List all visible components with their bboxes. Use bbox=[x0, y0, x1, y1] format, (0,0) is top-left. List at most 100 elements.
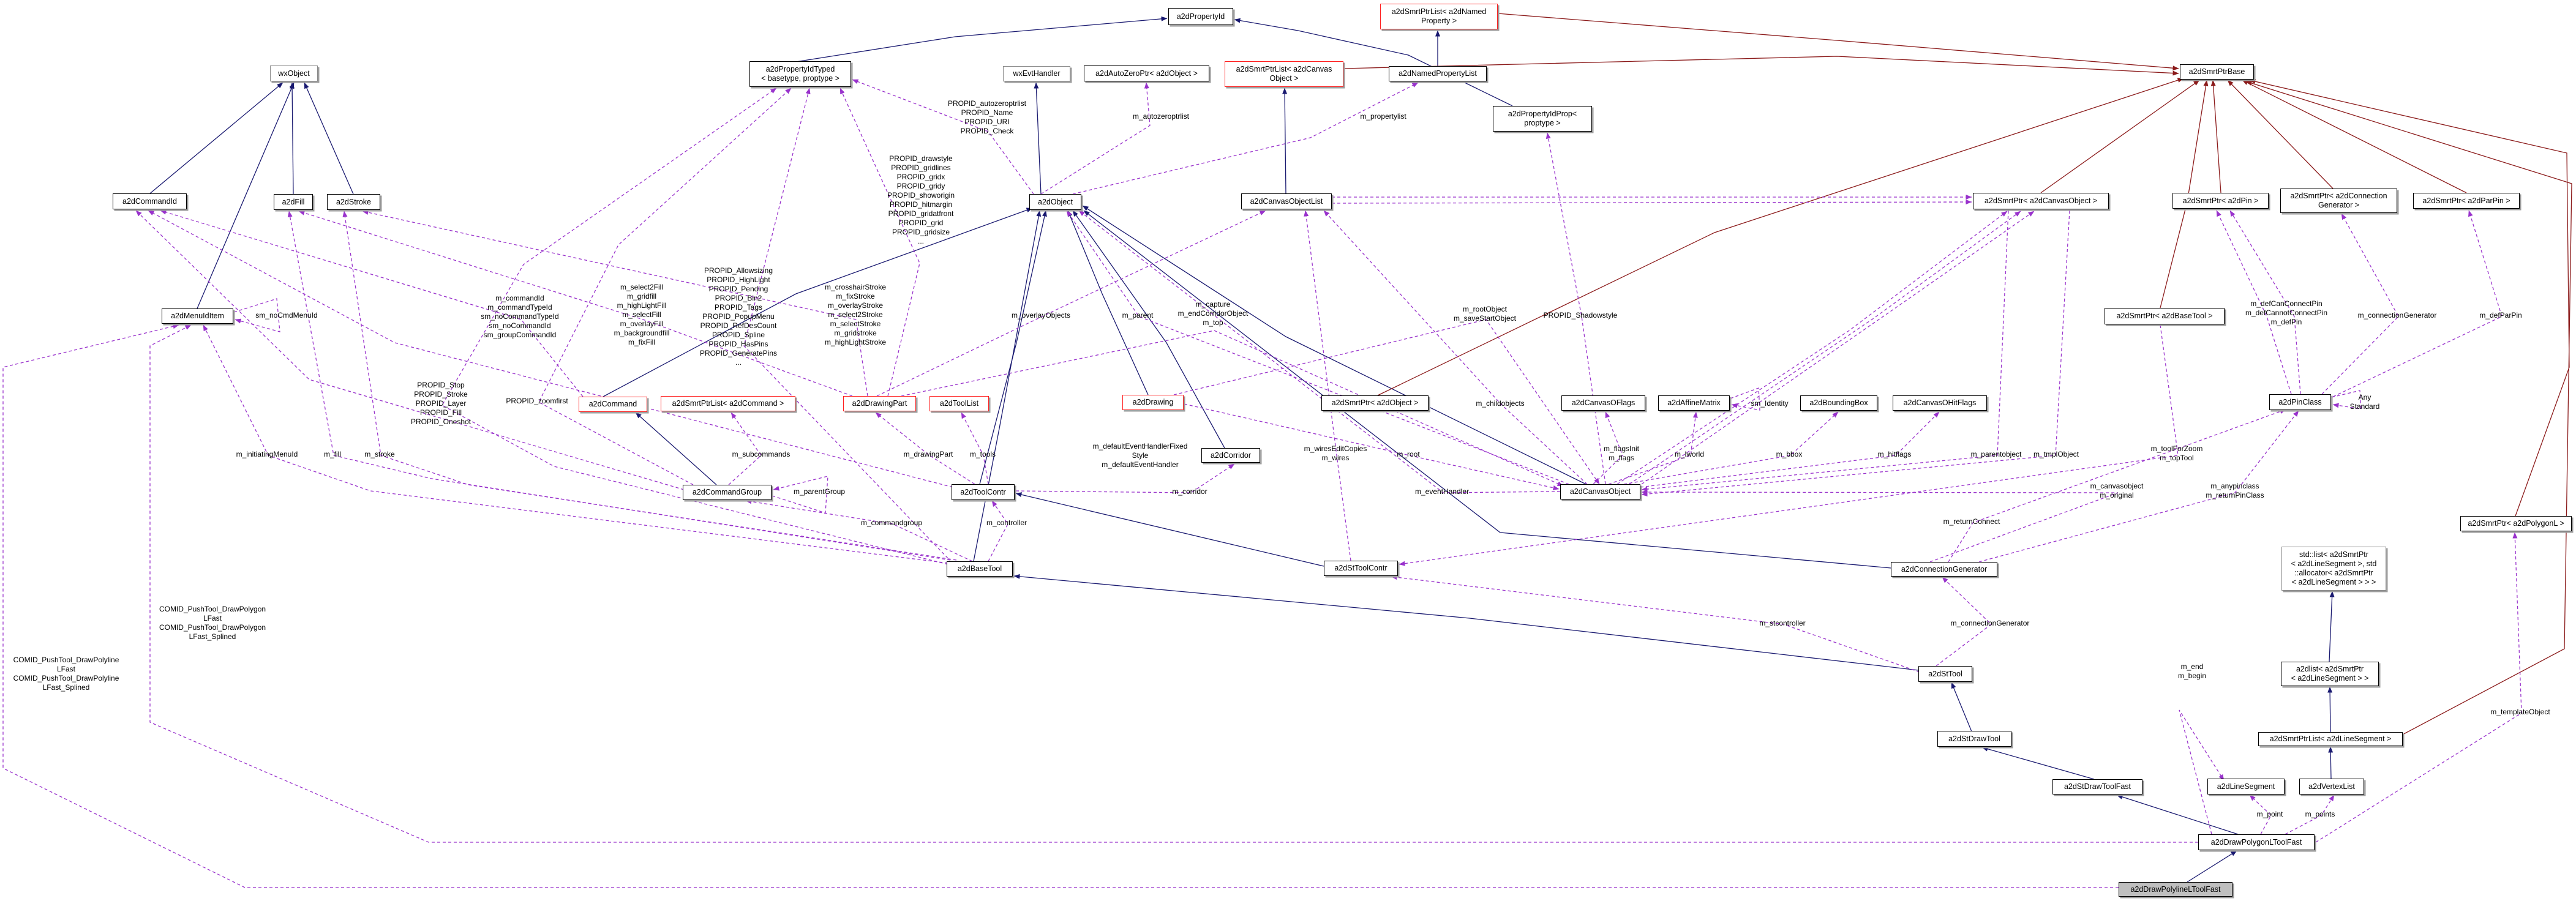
edge-use-88 bbox=[2179, 709, 2225, 835]
class-node-a2dSmrtPtrList-a2dCommand[interactable]: a2dSmrtPtrList< a2dCommand > bbox=[661, 396, 795, 411]
edge-priv-26 bbox=[1497, 13, 2179, 71]
edge-pub-9 bbox=[603, 207, 1033, 397]
edge-use-65 bbox=[1304, 210, 1351, 561]
class-node-a2dPropertyId[interactable]: a2dPropertyId bbox=[1168, 8, 1233, 25]
class-node-a2dSmrtPtr-a2dCanvasObject[interactable]: a2dSmrtPtr< a2dCanvasObject > bbox=[1973, 193, 2109, 209]
class-node-a2dCanvasOFlags[interactable]: a2dCanvasOFlags bbox=[1561, 395, 1645, 411]
class-node-a2dPropertyIdProp[interactable]: a2dPropertyIdProp< proptype > bbox=[1493, 106, 1592, 132]
edge-use-44 bbox=[148, 210, 953, 488]
edge-pub-5 bbox=[753, 16, 1168, 69]
edge-use-41 bbox=[538, 88, 792, 485]
class-node-a2dSmrtPtr-a2dPolygonL[interactable]: a2dSmrtPtr< a2dPolygonL > bbox=[2460, 516, 2572, 531]
edge-use-84 bbox=[2216, 210, 2292, 395]
edge-use-51 bbox=[149, 324, 2198, 843]
class-node-a2dCanvasObjectList[interactable]: a2dCanvasObjectList bbox=[1241, 193, 1332, 209]
edge-use-80 bbox=[1978, 410, 2299, 563]
edge-use-93 bbox=[1331, 200, 1972, 205]
class-node-a2dCanvasOHitFlags[interactable]: a2dCanvasOHitFlags bbox=[1893, 395, 1987, 411]
class-node-a2dVertexList[interactable]: a2dVertexList bbox=[2299, 779, 2364, 794]
edge-use-53 bbox=[772, 476, 828, 514]
class-node-a2dSmrtPtr-a2dPin[interactable]: a2dSmrtPtr< a2dPin > bbox=[2172, 193, 2269, 209]
class-node-a2dToolContr[interactable]: a2dToolContr bbox=[952, 484, 1015, 500]
edge-use-96 bbox=[1617, 211, 2008, 485]
edge-priv-33 bbox=[1377, 78, 2184, 396]
class-node-wxEvtHandler[interactable]: wxEvtHandler bbox=[1003, 66, 1070, 81]
class-node-a2dStDrawToolFast[interactable]: a2dStDrawToolFast bbox=[2052, 779, 2142, 794]
edge-use-66 bbox=[1323, 210, 1588, 485]
edge-use-55 bbox=[1730, 387, 1760, 411]
class-node-a2dSmrtPtrBase[interactable]: a2dSmrtPtrBase bbox=[2180, 64, 2254, 80]
class-node-a2dMenuIdItem[interactable]: a2dMenuIdItem bbox=[162, 308, 233, 324]
class-node-a2dStToolContr[interactable]: a2dStToolContr bbox=[1324, 561, 1398, 576]
edge-pub-24 bbox=[1083, 210, 1891, 569]
edge-use-89 bbox=[2315, 532, 2522, 843]
edge-use-49 bbox=[342, 211, 957, 561]
class-node-wxObject[interactable]: wxObject bbox=[270, 65, 318, 81]
class-node-a2dObject[interactable]: a2dObject bbox=[1029, 194, 1081, 210]
class-node-a2dStTool[interactable]: a2dStTool bbox=[1918, 666, 1972, 682]
class-node-a2dSmrtPtr-a2dObject[interactable]: a2dSmrtPtr< a2dObject > bbox=[1321, 395, 1429, 411]
class-node-a2dDrawPolygonLToolFast[interactable]: a2dDrawPolygonLToolFast bbox=[2198, 834, 2315, 850]
edge-use-75 bbox=[1640, 411, 1940, 488]
edge-pub-25 bbox=[1072, 210, 1225, 449]
edge-priv-35 bbox=[2245, 81, 2572, 735]
class-node-a2dFill[interactable]: a2dFill bbox=[274, 194, 313, 210]
edge-use-61 bbox=[745, 499, 973, 562]
class-node-a2dSmrtPtrList-a2dLineSegment[interactable]: a2dSmrtPtrList< a2dLineSegment > bbox=[2258, 732, 2403, 746]
edge-use-79 bbox=[1641, 490, 2119, 563]
class-node-a2dSmrtPtr-a2dConnectionGenerator[interactable]: a2dSmrtPtr< a2dConnection Generator > bbox=[2280, 189, 2397, 213]
class-node-a2dSmrtPtrList-a2dCanvasObject[interactable]: a2dSmrtPtrList< a2dCanvas Object > bbox=[1225, 61, 1343, 87]
edge-use-82 bbox=[1391, 575, 1920, 673]
class-node-a2dNamedPropertyList[interactable]: a2dNamedPropertyList bbox=[1389, 66, 1487, 81]
edge-use-73 bbox=[1608, 411, 1698, 485]
edge-pub-8 bbox=[1282, 88, 1288, 194]
edge-use-67 bbox=[901, 330, 1564, 487]
edge-use-69 bbox=[876, 210, 1266, 397]
edge-pub-19 bbox=[2116, 794, 2239, 835]
class-node-a2dSmrtPtr-a2dParPin[interactable]: a2dSmrtPtr< a2dParPin > bbox=[2413, 193, 2520, 209]
class-node-a2dCorridor[interactable]: a2dCorridor bbox=[1201, 448, 1260, 463]
class-node-a2dToolList[interactable]: a2dToolList bbox=[929, 396, 989, 411]
edge-use-71 bbox=[1545, 132, 1606, 485]
edge-pub-21 bbox=[2328, 746, 2334, 779]
class-node-a2dConnectionGenerator[interactable]: a2dConnectionGenerator bbox=[1891, 562, 1997, 577]
edge-use-45 bbox=[135, 210, 685, 490]
edge-use-86 bbox=[2321, 213, 2399, 395]
class-node-std-list[interactable]: std::list< a2dSmrtPtr < a2dLineSegment >… bbox=[2281, 547, 2386, 591]
edge-use-58 bbox=[875, 412, 975, 485]
class-node-a2dCommand[interactable]: a2dCommand bbox=[579, 397, 647, 412]
class-node-a2dSmrtPtr-a2dBaseTool[interactable]: a2dSmrtPtr< a2dBaseTool > bbox=[2105, 308, 2225, 324]
edge-use-85 bbox=[2229, 210, 2301, 395]
edge-use-59 bbox=[961, 412, 989, 485]
class-node-a2dSmrtPtrList-a2dNamedProperty[interactable]: a2dSmrtPtrList< a2dNamed Property > bbox=[1380, 4, 1498, 29]
edge-pub-12 bbox=[1082, 205, 1587, 485]
class-node-a2dPinClass[interactable]: a2dPinClass bbox=[2269, 394, 2331, 410]
class-node-a2dAutoZeroPtr-a2dObject[interactable]: a2dAutoZeroPtr< a2dObject > bbox=[1084, 65, 1209, 81]
edge-use-38 bbox=[852, 79, 1034, 195]
class-node-a2dDrawPolylineLToolFast[interactable]: a2dDrawPolylineLToolFast bbox=[2119, 882, 2232, 897]
edge-use-77 bbox=[1641, 210, 2070, 497]
edge-pub-13 bbox=[979, 210, 1047, 485]
class-node-a2dAffineMatrix[interactable]: a2dAffineMatrix bbox=[1658, 395, 1730, 411]
edge-pub-20 bbox=[2187, 850, 2237, 883]
edge-use-62 bbox=[1015, 463, 1235, 493]
class-node-a2dDrawingPart[interactable]: a2dDrawingPart bbox=[843, 396, 916, 411]
class-node-a2dPropertyIdTyped[interactable]: a2dPropertyIdTyped < basetype, proptype … bbox=[749, 61, 851, 87]
class-node-a2dCanvasObject[interactable]: a2dCanvasObject bbox=[1560, 484, 1640, 499]
class-node-a2dlist-a2dSmrtPtr-a2dLineSegment[interactable]: a2dlist< a2dSmrtPtr < a2dLineSegment > > bbox=[2281, 662, 2379, 686]
edge-use-48 bbox=[362, 210, 868, 397]
class-node-a2dCommandId[interactable]: a2dCommandId bbox=[113, 193, 187, 209]
edge-priv-34 bbox=[2249, 79, 2570, 517]
edge-pub-3 bbox=[304, 82, 354, 195]
class-node-a2dDrawing[interactable]: a2dDrawing bbox=[1122, 395, 1184, 410]
class-node-a2dLineSegment[interactable]: a2dLineSegment bbox=[2207, 779, 2285, 794]
edge-pub-1 bbox=[149, 82, 284, 194]
edge-use-87 bbox=[2327, 210, 2503, 400]
edge-use-54 bbox=[233, 298, 280, 332]
class-node-a2dBaseTool[interactable]: a2dBaseTool bbox=[947, 561, 1013, 577]
class-node-a2dStroke[interactable]: a2dStroke bbox=[327, 194, 380, 210]
class-node-a2dBoundingBox[interactable]: a2dBoundingBox bbox=[1800, 395, 1877, 411]
class-node-a2dCommandGroup[interactable]: a2dCommandGroup bbox=[683, 485, 772, 500]
edge-use-43 bbox=[160, 209, 584, 397]
class-node-a2dStDrawTool[interactable]: a2dStDrawTool bbox=[1937, 731, 2011, 747]
